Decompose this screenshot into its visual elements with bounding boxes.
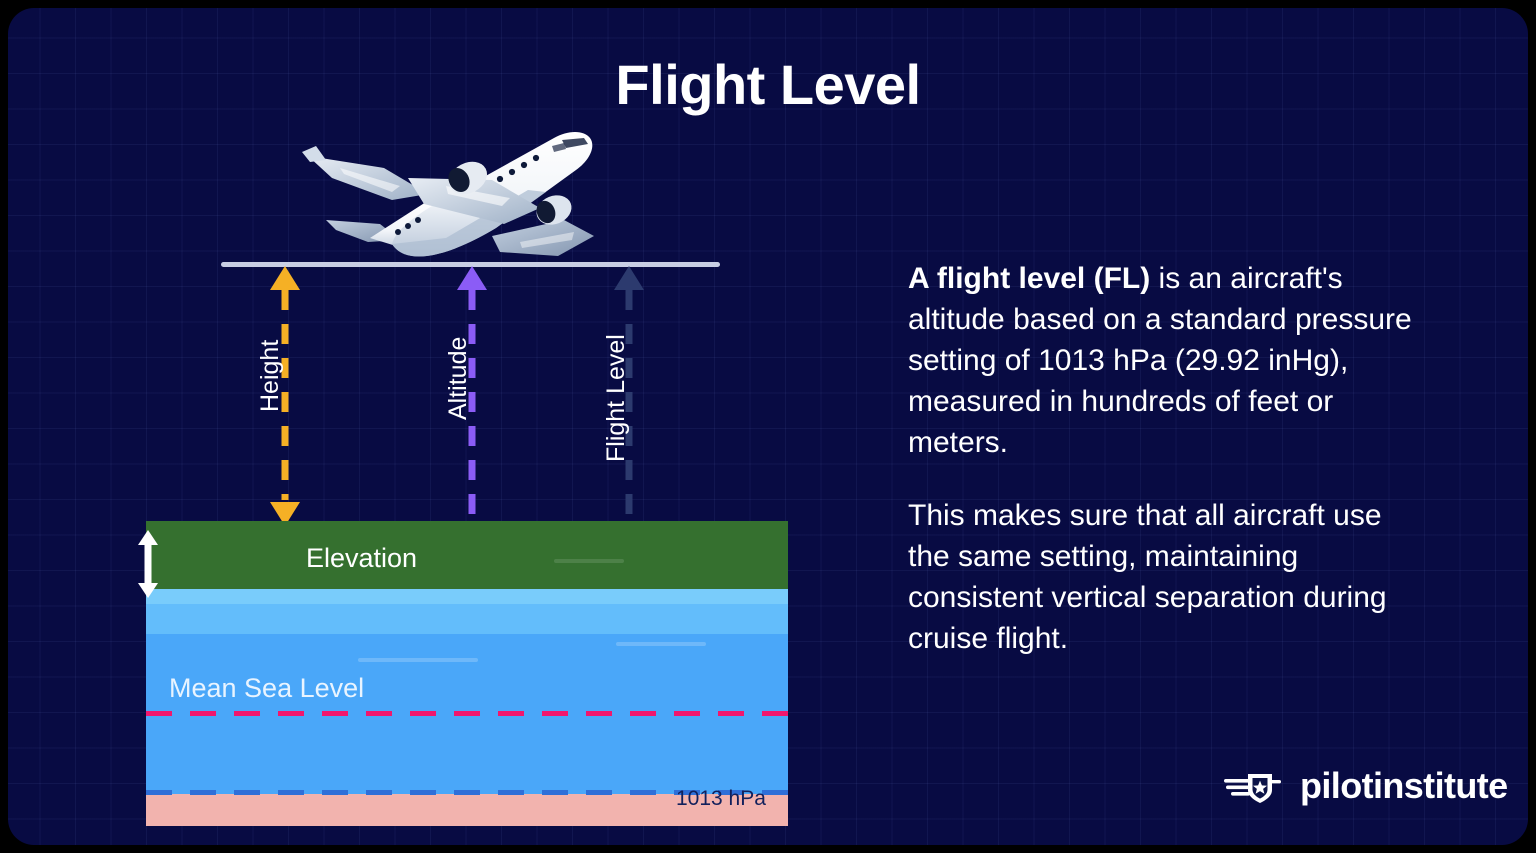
terrain-water-stack — [146, 521, 788, 826]
description-text: A flight level (FL) is an aircraft's alt… — [908, 258, 1428, 659]
elevation-double-arrow-icon — [136, 530, 160, 598]
mean-sea-level-line — [146, 711, 788, 716]
definition-body: is an aircraft's altitude based on a sta… — [908, 262, 1412, 459]
label-flight-level: Flight Level — [602, 334, 630, 462]
shallow-water-band-2 — [146, 604, 788, 634]
label-pressure-setting: 1013 hPa — [676, 787, 766, 810]
airplane-illustration — [296, 116, 606, 266]
flight-level-diagram: Height Altitude Flight Level — [8, 8, 868, 845]
airplane-icon — [302, 132, 594, 257]
flight-level-arrow-up-icon — [614, 266, 644, 290]
wave-highlight — [616, 642, 706, 646]
shallow-water-band-1 — [146, 589, 788, 604]
pressure-datum-line — [146, 790, 788, 795]
brand-name: pilotinstitute — [1300, 765, 1508, 806]
infographic-card: Flight Level — [8, 8, 1528, 845]
brand-logo: pilotinstitute — [1224, 765, 1508, 807]
altitude-arrow-up-icon — [457, 266, 487, 290]
terrain-highlight — [554, 559, 624, 563]
paragraph-rationale: This makes sure that all aircraft use th… — [908, 499, 1387, 655]
label-height: Height — [256, 339, 284, 412]
paragraph-definition: A flight level (FL) is an aircraft's alt… — [908, 258, 1428, 463]
height-dashed-line — [281, 290, 289, 500]
wave-highlight — [358, 658, 478, 662]
aircraft-level-line — [221, 262, 720, 267]
height-arrow-up-icon — [270, 266, 300, 290]
winged-shield-star-icon — [1224, 774, 1281, 803]
definition-lead-in: A flight level (FL) — [908, 262, 1151, 295]
label-altitude: Altitude — [444, 336, 472, 420]
label-elevation: Elevation — [306, 543, 418, 573]
terrain-band — [146, 521, 788, 589]
altitude-dashed-line — [468, 290, 476, 694]
page-title: Flight Level — [615, 53, 921, 116]
label-mean-sea-level: Mean Sea Level — [169, 673, 365, 703]
pressure-band — [146, 794, 788, 826]
